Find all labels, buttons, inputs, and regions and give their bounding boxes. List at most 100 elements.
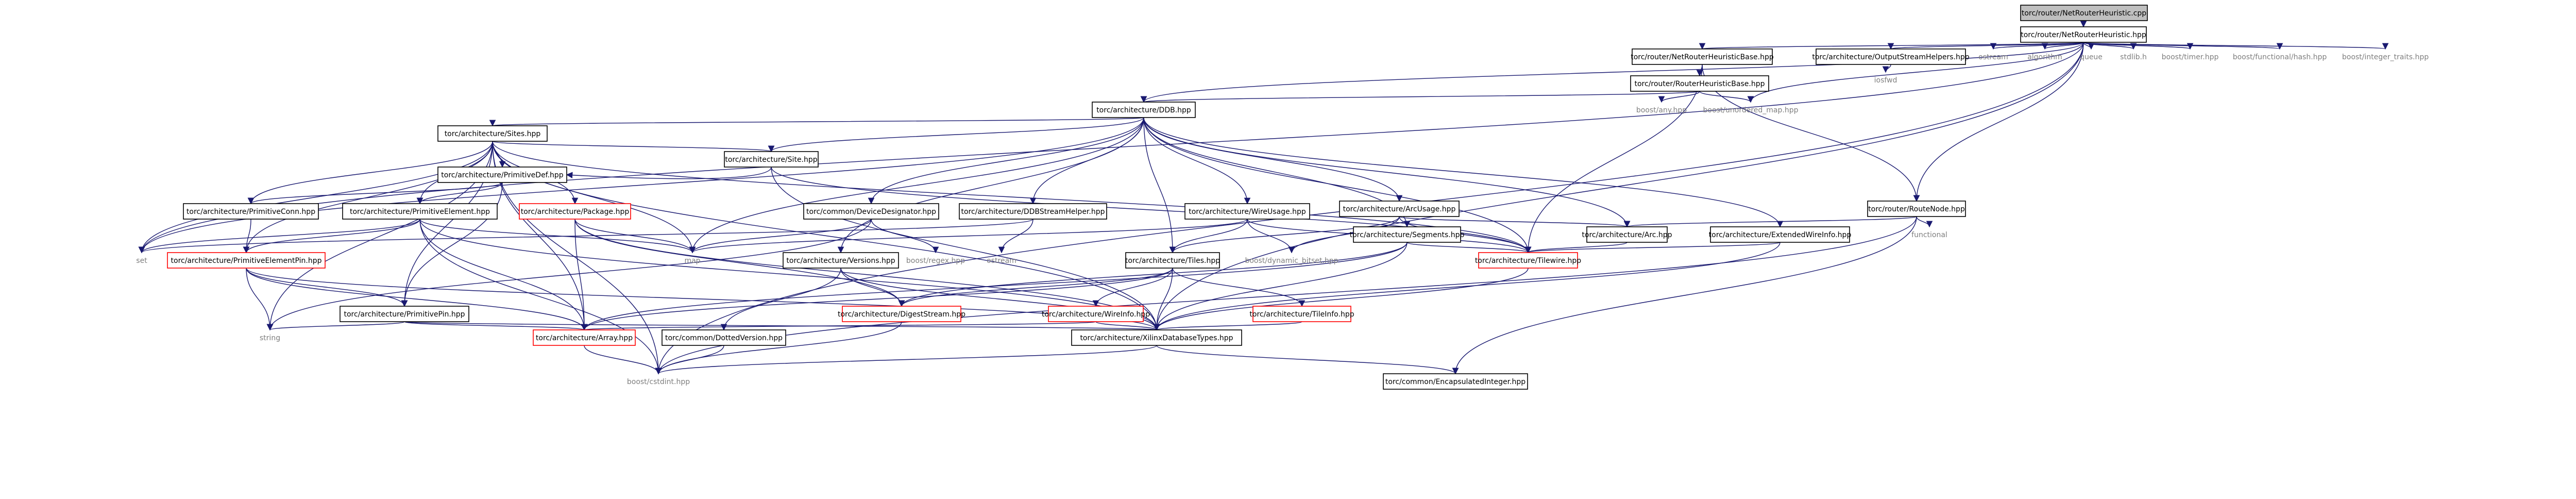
edge-osh-to-iosfwd: [1882, 64, 1891, 73]
node-box: [1630, 75, 1769, 92]
node-label: torc/architecture/Tilewire.hpp: [1475, 257, 1581, 265]
node-box: [1383, 373, 1528, 390]
node-array[interactable]: torc/architecture/Array.hpp: [533, 329, 636, 346]
node-nrhb[interactable]: torc/router/NetRouterHeuristicBase.hpp: [1631, 48, 1774, 65]
node-label: boost/unordered_map.hpp: [1703, 106, 1799, 114]
node-xdb[interactable]: torc/architecture/XilinxDatabaseTypes.hp…: [1071, 329, 1242, 346]
node-pepin[interactable]: torc/architecture/PrimitiveElementPin.hp…: [167, 252, 326, 269]
node-tiles[interactable]: torc/architecture/Tiles.hpp: [1125, 252, 1220, 269]
edge-sites-to-pepin: [243, 141, 493, 254]
edge-pdef-to-pconn: [247, 182, 503, 205]
edge-pepin-to-ppin: [246, 268, 408, 307]
node-box: [1048, 306, 1144, 322]
node-label: iosfwd: [1874, 76, 1897, 85]
node-site[interactable]: torc/architecture/Site.hpp: [724, 151, 819, 168]
edge-arcusage-to-tilewire: [1399, 216, 1532, 254]
edge-ddb-to-site: [768, 117, 1144, 153]
edge-pepin-to-array: [246, 268, 588, 331]
node-wireusage[interactable]: torc/architecture/WireUsage.hpp: [1184, 203, 1310, 220]
edge-array-to-bcstdint: [584, 345, 662, 375]
node-box: [803, 203, 939, 220]
node-label: torc/router/NetRouterHeuristicBase.hpp: [1631, 53, 1774, 61]
node-wireinfo[interactable]: torc/architecture/WireInfo.hpp: [1042, 306, 1150, 322]
node-label: boost/timer.hpp: [2162, 53, 2219, 61]
node-root[interactable]: torc/router/NetRouterHeuristic.cpp: [2020, 5, 2148, 21]
edge-sites-to-bcstdint: [492, 141, 662, 375]
edge-pepin-to-string: [246, 268, 274, 331]
edge-nrhb-to-tilewire: [1524, 64, 1703, 254]
edge-tileinfo-to-xdb: [1154, 321, 1302, 331]
node-osh[interactable]: torc/architecture/OutputStreamHelpers.hp…: [1812, 48, 1970, 65]
edge-arcusage-to-tiles: [1169, 216, 1400, 254]
node-label: torc/architecture/ArcUsage.hpp: [1343, 205, 1456, 213]
node-box: [1092, 102, 1196, 118]
node-label: boost/integer_traits.hpp: [2342, 53, 2429, 61]
node-label: torc/architecture/PrimitiveElementPin.hp…: [171, 257, 322, 265]
edge-arcusage-to-bdynbs: [1288, 216, 1400, 254]
node-pconn[interactable]: torc/architecture/PrimitiveConn.hpp: [183, 203, 319, 220]
node-versions[interactable]: torc/architecture/Versions.hpp: [783, 252, 899, 269]
node-ddb[interactable]: torc/architecture/DDB.hpp: [1092, 102, 1196, 118]
node-label: torc/architecture/OutputStreamHelpers.hp…: [1812, 53, 1969, 61]
node-label: torc/architecture/Array.hpp: [536, 334, 633, 342]
node-arc[interactable]: torc/architecture/Arc.hpp: [1582, 226, 1672, 243]
node-rnode[interactable]: torc/router/RouteNode.hpp: [1867, 201, 1966, 217]
edge-tiles-to-digest: [898, 268, 1173, 307]
node-segments[interactable]: torc/architecture/Segments.hpp: [1350, 226, 1465, 243]
node-label: torc/architecture/Package.hpp: [521, 208, 630, 216]
node-label: torc/architecture/Arc.hpp: [1582, 231, 1672, 239]
node-box: [1184, 203, 1310, 220]
node-label: torc/architecture/WireUsage.hpp: [1189, 208, 1306, 216]
node-digest[interactable]: torc/architecture/DigestStream.hpp: [838, 306, 965, 322]
node-bcstdint: boost/cstdint.hpp: [627, 378, 690, 386]
edge-site-to-xdb: [771, 167, 1160, 331]
edge-rnode-to-functional: [1916, 216, 1933, 228]
node-timer: boost/timer.hpp: [2162, 53, 2219, 61]
node-label: boost/functional/hash.hpp: [2233, 53, 2327, 61]
node-devdes[interactable]: torc/common/DeviceDesignator.hpp: [803, 203, 939, 220]
edge-xdb-to-encint: [1156, 345, 1459, 375]
edge-site-to-tilewire: [771, 167, 1532, 254]
edge-extwi-to-tilewire: [1525, 242, 1781, 254]
node-arcusage[interactable]: torc/architecture/ArcUsage.hpp: [1339, 201, 1460, 217]
node-ppin[interactable]: torc/architecture/PrimitivePin.hpp: [340, 306, 469, 322]
node-label: torc/architecture/ExtendedWireInfo.hpp: [1709, 231, 1852, 239]
edge-root-to-nrh: [2080, 20, 2087, 28]
edge-xdb-to-bcstdint: [655, 345, 1157, 375]
node-algorithm: algorithm: [2027, 53, 2062, 61]
node-pkg[interactable]: torc/architecture/Package.hpp: [519, 203, 631, 220]
node-box: [1586, 226, 1668, 243]
node-tileinfo[interactable]: torc/architecture/TileInfo.hpp: [1249, 306, 1354, 322]
edge-ppin-to-xdb: [404, 321, 1159, 331]
edge-segments-to-xdb: [1153, 242, 1408, 331]
edge-segments-to-digest: [898, 242, 1408, 307]
node-label: boost/cstdint.hpp: [627, 378, 690, 386]
edge-ddb-to-map: [689, 117, 1144, 254]
node-pdef[interactable]: torc/architecture/PrimitiveDef.hpp: [437, 167, 567, 183]
node-label: torc/architecture/PrimitiveElement.hpp: [350, 208, 490, 216]
node-box: [437, 125, 548, 142]
node-pelem[interactable]: torc/architecture/PrimitiveElement.hpp: [342, 203, 498, 220]
node-box: [842, 306, 961, 322]
node-box: [167, 252, 326, 269]
node-rhb[interactable]: torc/router/RouterHeuristicBase.hpp: [1630, 75, 1769, 92]
node-ddbsh[interactable]: torc/architecture/DDBStreamHelper.hpp: [959, 203, 1107, 220]
edge-pelem-to-map: [419, 219, 696, 254]
edge-ddb-to-devdes: [868, 117, 1144, 205]
edge-ddbsh-to-set: [139, 219, 1033, 254]
node-label: queue: [2080, 53, 2103, 61]
node-dotver[interactable]: torc/common/DottedVersion.hpp: [662, 329, 786, 346]
node-nrh[interactable]: torc/router/NetRouterHeuristic.hpp: [2020, 26, 2147, 43]
node-extwi[interactable]: torc/architecture/ExtendedWireInfo.hpp: [1709, 226, 1852, 243]
node-sites[interactable]: torc/architecture/Sites.hpp: [437, 125, 548, 142]
node-itraits: boost/integer_traits.hpp: [2342, 53, 2429, 61]
node-encint[interactable]: torc/common/EncapsulatedInteger.hpp: [1383, 373, 1528, 390]
node-tilewire[interactable]: torc/architecture/Tilewire.hpp: [1475, 252, 1581, 269]
node-label: torc/architecture/TileInfo.hpp: [1249, 310, 1354, 319]
edge-ppin-to-string: [267, 321, 405, 331]
edge-ddb-to-arc: [1143, 117, 1631, 228]
edge-arc-to-tilewire: [1524, 242, 1628, 254]
node-box: [519, 203, 631, 220]
node-label: torc/architecture/Versions.hpp: [786, 257, 895, 265]
